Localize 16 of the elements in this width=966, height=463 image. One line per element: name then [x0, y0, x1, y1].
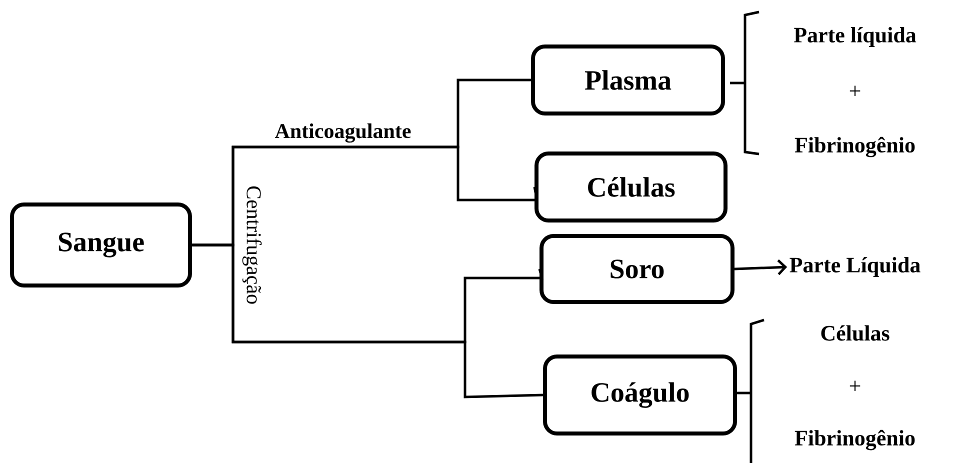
edge-label: Anticoagulante	[274, 123, 411, 143]
connector	[192, 244, 544, 398]
connector	[734, 259, 788, 276]
result-text: Parte líquida	[794, 27, 916, 47]
result-text: Parte Líquida	[790, 257, 920, 277]
process-box: Coágulo	[543, 354, 737, 436]
plus-sign: +	[850, 380, 860, 392]
process-box: Células	[534, 152, 728, 222]
result-text: Fibrinogênio	[794, 136, 915, 158]
process-box: Plasma	[531, 44, 725, 116]
result-text: Células	[821, 325, 890, 341]
plus-sign: +	[850, 86, 860, 96]
edge-label: Centrifugação	[242, 186, 262, 304]
result-text: Fibrinogênio	[794, 430, 915, 450]
process-box: Soro	[540, 234, 734, 304]
process-box: Sangue	[10, 202, 192, 288]
